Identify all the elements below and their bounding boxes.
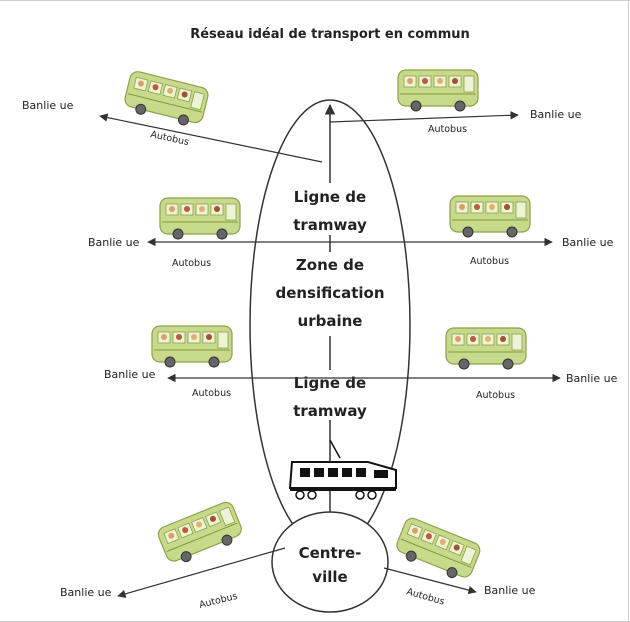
banlieue-label-top-left: Banlie ue: [22, 99, 74, 112]
bus-icon-mid1-left: [159, 197, 241, 240]
autobus-label-top-right: Autobus: [428, 124, 467, 135]
autobus-label-mid2-left: Autobus: [192, 388, 231, 399]
banlieue-label-mid1-right: Banlie ue: [562, 236, 614, 249]
banlieue-label-top-right: Banlie ue: [530, 108, 582, 121]
autobus-label-bottom-right: Autobus: [405, 586, 446, 607]
centre-ville-label-2: ville: [312, 568, 347, 586]
autobus-label-bottom-left: Autobus: [198, 591, 239, 611]
bus-icon-mid2-left: [151, 325, 233, 368]
center-label-tramway-1: tramway: [293, 216, 367, 234]
autobus-label-mid1-right: Autobus: [470, 256, 509, 267]
center-label-zone: Zone de: [296, 256, 364, 274]
bus-icon-top-left: [121, 69, 211, 130]
route-bottom-left: [117, 547, 286, 598]
banlieue-label-bottom-left: Banlie ue: [60, 586, 112, 599]
banlieue-label-mid2-left: Banlie ue: [104, 368, 156, 381]
banlieue-label-mid2-right: Banlie ue: [566, 372, 618, 385]
center-label-tramway-2: tramway: [293, 402, 367, 420]
center-label-urbaine: urbaine: [298, 312, 363, 330]
banlieue-label-bottom-right: Banlie ue: [484, 584, 536, 597]
center-label-ligne-1: Ligne de: [294, 188, 366, 206]
autobus-label-top-left: Autobus: [149, 129, 190, 148]
center-label-densification: densification: [275, 284, 384, 302]
center-label-ligne-2: Ligne de: [294, 374, 366, 392]
bus-icon-mid2-right: [445, 327, 527, 370]
tram-icon: [288, 439, 397, 500]
bus-icon-bottom-left: [155, 499, 247, 569]
autobus-label-mid2-right: Autobus: [476, 390, 515, 401]
centre-ville-label-1: Centre-: [299, 544, 362, 562]
diagram-title: Réseau idéal de transport en commun: [190, 27, 470, 42]
banlieue-label-mid1-left: Banlie ue: [88, 236, 140, 249]
autobus-label-mid1-left: Autobus: [172, 258, 211, 269]
bus-icon-top-right: [397, 69, 479, 112]
route-bottom-right: [383, 567, 477, 595]
route-top-right: [329, 111, 519, 123]
bus-icon-mid1-right: [449, 195, 531, 238]
route-top-left: [99, 113, 323, 163]
centre-ville-circle: [271, 511, 389, 613]
